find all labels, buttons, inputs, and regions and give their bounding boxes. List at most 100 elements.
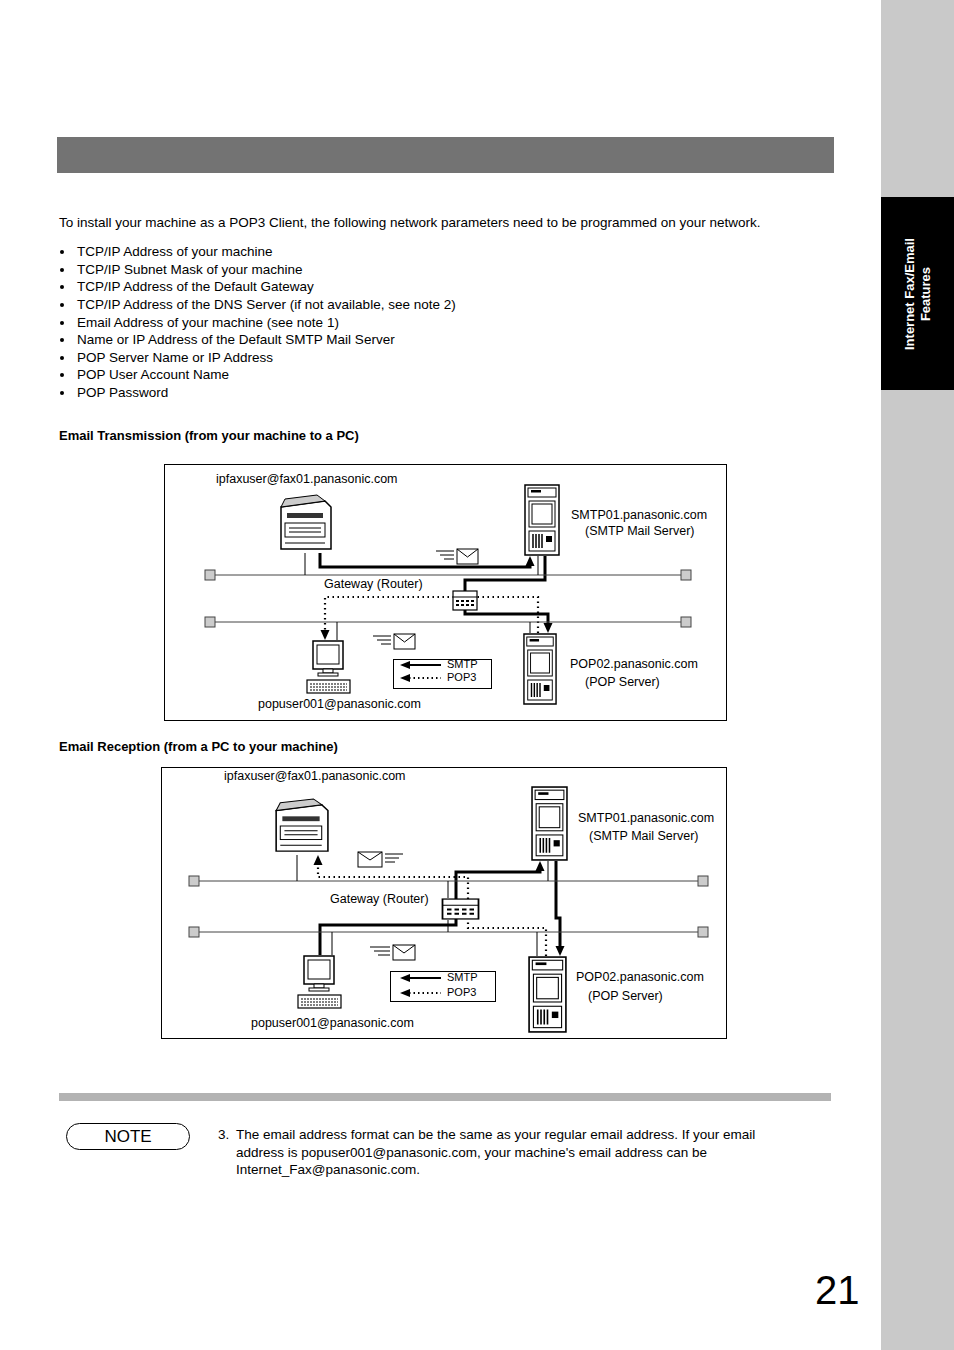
smtp-route — [465, 556, 553, 633]
device-picture-part — [540, 838, 549, 853]
device-picture-part — [530, 639, 539, 642]
device-picture-part — [536, 804, 563, 831]
arrow-head — [544, 623, 553, 633]
device-label: (SMTP Mail Server) — [585, 524, 695, 539]
device-drops-part — [530, 622, 531, 633]
note-number: 3. — [218, 1126, 229, 1144]
envelope-icons-part — [373, 636, 391, 644]
header-bar — [57, 137, 834, 173]
device-picture-part — [544, 685, 550, 691]
device-picture-part — [531, 490, 541, 493]
diagram-frame: Email Reception (from a PC to your machi… — [161, 767, 727, 1039]
pop-server: POP02.panasonic.com(POP Server) — [523, 633, 557, 705]
device-picture — [531, 786, 568, 861]
route-line — [320, 553, 530, 567]
device-picture-part — [289, 528, 321, 532]
device-picture — [528, 956, 567, 1033]
legend-boxes-part — [409, 664, 441, 666]
device-picture-part — [309, 988, 329, 991]
envelope-icons-part — [393, 945, 415, 953]
device-label: (SMTP Mail Server) — [589, 829, 699, 844]
legend-text: POP3 — [447, 986, 476, 999]
note-badge: NOTE — [66, 1123, 190, 1150]
arrow-head — [536, 861, 545, 871]
device-picture-part — [552, 1012, 559, 1018]
device-drops-part — [448, 920, 449, 932]
device-label: ipfaxuser@fax01.panasonic.com — [216, 472, 398, 487]
envelope-icons-part — [393, 945, 415, 960]
fax-machine: ipfaxuser@fax01.panasonic.com — [277, 493, 333, 553]
smtp-route — [556, 861, 565, 956]
device-label: ipfaxuser@fax01.panasonic.com — [224, 769, 406, 784]
device-picture-part — [453, 591, 477, 610]
device-picture-part — [280, 826, 321, 840]
pop3-route — [314, 855, 547, 956]
device-picture-part — [533, 534, 542, 548]
device-picture-part — [443, 905, 479, 906]
client-pc: popuser001@panasonic.com — [305, 640, 352, 695]
smtp-server: SMTP01.panasonic.com(SMTP Mail Server) — [524, 484, 560, 556]
bullet-item: Email Address of your machine (see note … — [77, 314, 339, 332]
note-label: NOTE — [67, 1124, 189, 1149]
arrow-head — [321, 630, 330, 640]
device-drops-part — [305, 553, 306, 575]
device-picture — [272, 797, 330, 855]
network-terminators-part — [698, 876, 708, 886]
device-drops-part — [548, 861, 549, 881]
device-picture-part — [527, 637, 553, 646]
envelope-icons-part — [436, 551, 454, 559]
device-picture-part — [298, 995, 341, 1008]
device-picture-part — [524, 634, 556, 704]
device-picture — [305, 640, 352, 695]
device-picture-part — [528, 650, 553, 676]
device-picture — [524, 484, 560, 556]
legend-text: POP3 — [447, 671, 476, 684]
legend-boxes-part — [400, 661, 410, 669]
device-drops-part — [538, 556, 539, 575]
device-picture-part — [533, 974, 561, 1002]
envelope-icons-part — [457, 549, 478, 564]
device-picture-part — [537, 977, 559, 998]
bullet-item: TCP/IP Subnet Mask of your machine — [77, 261, 303, 279]
network-terminators-part — [189, 876, 199, 886]
device-picture-part — [539, 807, 560, 828]
device-picture-part — [304, 956, 334, 984]
pop3-route — [321, 597, 539, 640]
device-label: popuser001@panasonic.com — [251, 1016, 414, 1031]
network-terminators-part — [681, 570, 691, 580]
device-picture-part — [307, 680, 350, 693]
device-picture-part — [535, 790, 564, 799]
bullet-item: TCP/IP Address of the Default Gateway — [77, 278, 314, 296]
device-drops-part — [537, 932, 538, 956]
device-label: (POP Server) — [588, 989, 663, 1004]
envelope-icons-part — [394, 634, 415, 642]
legend-boxes-part — [409, 992, 441, 994]
device-picture-part — [546, 536, 552, 542]
device-label: Gateway (Router) — [324, 577, 423, 592]
bullet-dot — [60, 268, 64, 272]
device-picture-part — [310, 684, 347, 690]
envelope-icons-part — [358, 852, 382, 867]
legend-boxes-part — [409, 677, 441, 679]
device-picture-part — [532, 504, 552, 524]
envelope-icons-part — [385, 854, 403, 862]
device-label: POP02.panasonic.com — [576, 970, 704, 985]
route-line — [556, 861, 560, 946]
note-text: The email address format can be the same… — [236, 1126, 802, 1179]
smtp-route — [320, 553, 535, 567]
bullet-item: POP Password — [77, 384, 168, 402]
device-picture-part — [301, 999, 338, 1005]
device-picture-part — [525, 485, 559, 555]
device-label: SMTP01.panasonic.com — [578, 811, 714, 826]
device-label: SMTP01.panasonic.com — [571, 508, 707, 523]
smtp-route — [320, 861, 545, 955]
bullet-dot — [60, 321, 64, 325]
device-label: popuser001@panasonic.com — [258, 697, 421, 712]
device-picture-part — [284, 831, 317, 835]
device-picture-part — [287, 513, 323, 518]
arrow-head — [556, 946, 565, 956]
device-picture — [441, 898, 480, 920]
bullet-dot — [60, 285, 64, 289]
network-terminators-part — [698, 927, 708, 937]
